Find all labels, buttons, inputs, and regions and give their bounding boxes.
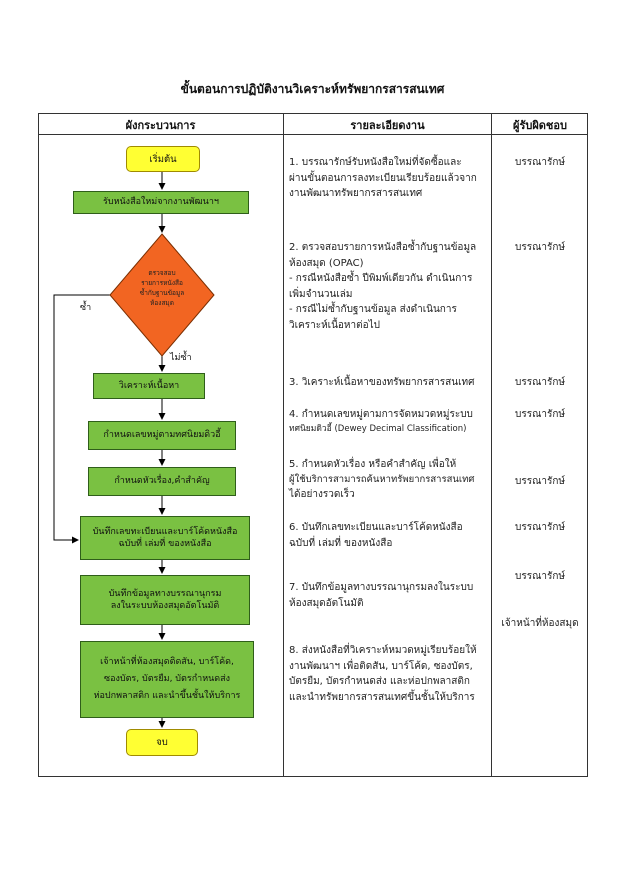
responsible-2: บรรณารักษ์	[515, 242, 565, 253]
header-detail: รายละเอียดงาน	[350, 119, 425, 132]
responsible-6: บรรณารักษ์	[515, 522, 565, 533]
page-title: ขั้นตอนการปฏิบัติงานวิเคราะห์ทรัพยากรสาร…	[180, 82, 445, 96]
duplicate-label: ซ้ำ	[80, 303, 92, 313]
responsible-1: บรรณารักษ์	[515, 157, 565, 168]
detail-6: 6. บันทึกเลขทะเบียนและบาร์โค้ดหนังสือ ฉบ…	[289, 522, 463, 549]
header-flow: ผังกระบวนการ	[125, 119, 196, 132]
detail-7: 7. บันทึกข้อมูลทางบรรณานุกรมลงในระบบ ห้อ…	[289, 582, 474, 609]
not-duplicate-label: ไม่ซ้ำ	[170, 353, 192, 363]
step-record-bibliographic: บันทึกข้อมูลทางบรรณานุกรม ลงในระบบห้องสม…	[80, 575, 250, 625]
step-receive-books: รับหนังสือใหม่จากงานพัฒนาฯ	[73, 191, 249, 214]
responsible-8: เจ้าหน้าที่ห้องสมุด	[501, 618, 579, 629]
column-divider	[491, 113, 492, 777]
start-terminal: เริ่มต้น	[126, 146, 200, 172]
responsible-7: บรรณารักษ์	[515, 571, 565, 582]
detail-2: 2. ตรวจสอบรายการหนังสือซ้ำกับฐานข้อมูล ห…	[289, 242, 477, 331]
responsible-3: บรรณารักษ์	[515, 377, 565, 388]
detail-8: 8. ส่งหนังสือที่วิเคราะห์หมวดหมู่เรียบร้…	[289, 645, 477, 703]
decision-diamond	[109, 233, 215, 357]
end-terminal: จบ	[126, 729, 198, 756]
detail-4: 4. กำหนดเลขหมู่ตามการจัดหมวดหมู่ระบบ ทศน…	[289, 409, 473, 434]
step-shelf-preparation: เจ้าหน้าที่ห้องสมุดติดสัน, บาร์โค้ด, ซอง…	[80, 641, 254, 718]
step-record-barcode: บันทึกเลขทะเบียนและบาร์โค้ดหนังสือ ฉบับท…	[80, 516, 250, 560]
detail-5: 5. กำหนดหัวเรื่อง หรือคำสำคัญ เพื่อให้ ผ…	[289, 459, 475, 501]
detail-1: 1. บรรณารักษ์รับหนังสือใหม่ที่จัดซื้อและ…	[289, 157, 477, 199]
column-divider	[283, 113, 284, 777]
detail-3: 3. วิเคราะห์เนื้อหาของทรัพยากรสารสนเทศ	[289, 377, 475, 388]
step-analyze-content: วิเคราะห์เนื้อหา	[93, 373, 205, 399]
decision-text: ตรวจสอบ รายการหนังสือ ซ้ำกับฐานข้อมูล ห้…	[139, 269, 185, 308]
step-assign-subject: กำหนดหัวเรื่อง,คำสำคัญ	[88, 467, 236, 496]
responsible-4: บรรณารักษ์	[515, 409, 565, 420]
header-divider	[38, 134, 588, 135]
responsible-5: บรรณารักษ์	[515, 476, 565, 487]
step-assign-classification: กำหนดเลขหมู่ตามทศนิยมดิวอี้	[88, 421, 236, 450]
procedure-table	[38, 113, 588, 777]
header-responsible: ผู้รับผิดชอบ	[513, 119, 567, 132]
